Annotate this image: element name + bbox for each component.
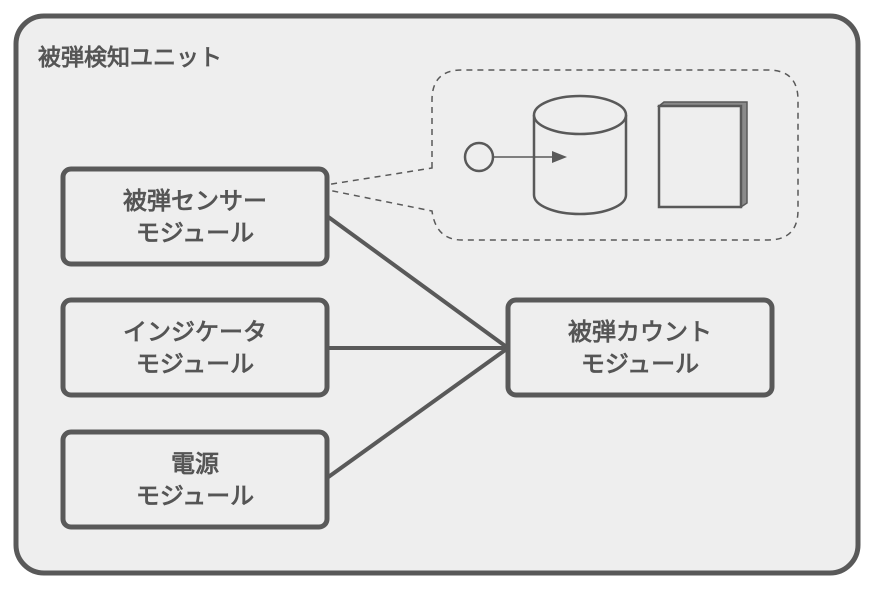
module-sensor-line2: モジュール bbox=[135, 218, 255, 247]
module-power-line1: 電源 bbox=[171, 449, 219, 478]
module-counter-line1: 被弾カウント bbox=[568, 317, 712, 346]
module-sensor[interactable]: 被弾センサー モジュール bbox=[63, 169, 327, 264]
module-box-indicator[interactable] bbox=[60, 297, 330, 398]
module-indicator-line2: モジュール bbox=[135, 349, 255, 378]
module-indicator[interactable]: インジケータ モジュール bbox=[63, 300, 327, 395]
circle-node-icon bbox=[463, 141, 495, 173]
module-box-counter[interactable] bbox=[505, 297, 775, 398]
module-box-sensor[interactable] bbox=[60, 166, 330, 267]
database-cylinder-icon bbox=[532, 94, 628, 216]
arrow-icon bbox=[493, 151, 567, 163]
module-box-power[interactable] bbox=[60, 429, 330, 530]
connection-sensor-counter bbox=[325, 214, 510, 350]
document-box-icon bbox=[656, 101, 748, 209]
module-sensor-line1: 被弾センサー bbox=[123, 186, 267, 215]
module-power[interactable]: 電源 モジュール bbox=[63, 432, 327, 527]
module-power-line2: モジュール bbox=[135, 481, 255, 510]
connection-power-counter bbox=[325, 346, 510, 480]
module-indicator-line1: インジケータ bbox=[123, 317, 267, 346]
module-counter[interactable]: 被弾カウント モジュール bbox=[508, 300, 772, 395]
unit-title: 被弾検知ユニット bbox=[38, 45, 222, 71]
module-counter-line2: モジュール bbox=[580, 349, 700, 378]
